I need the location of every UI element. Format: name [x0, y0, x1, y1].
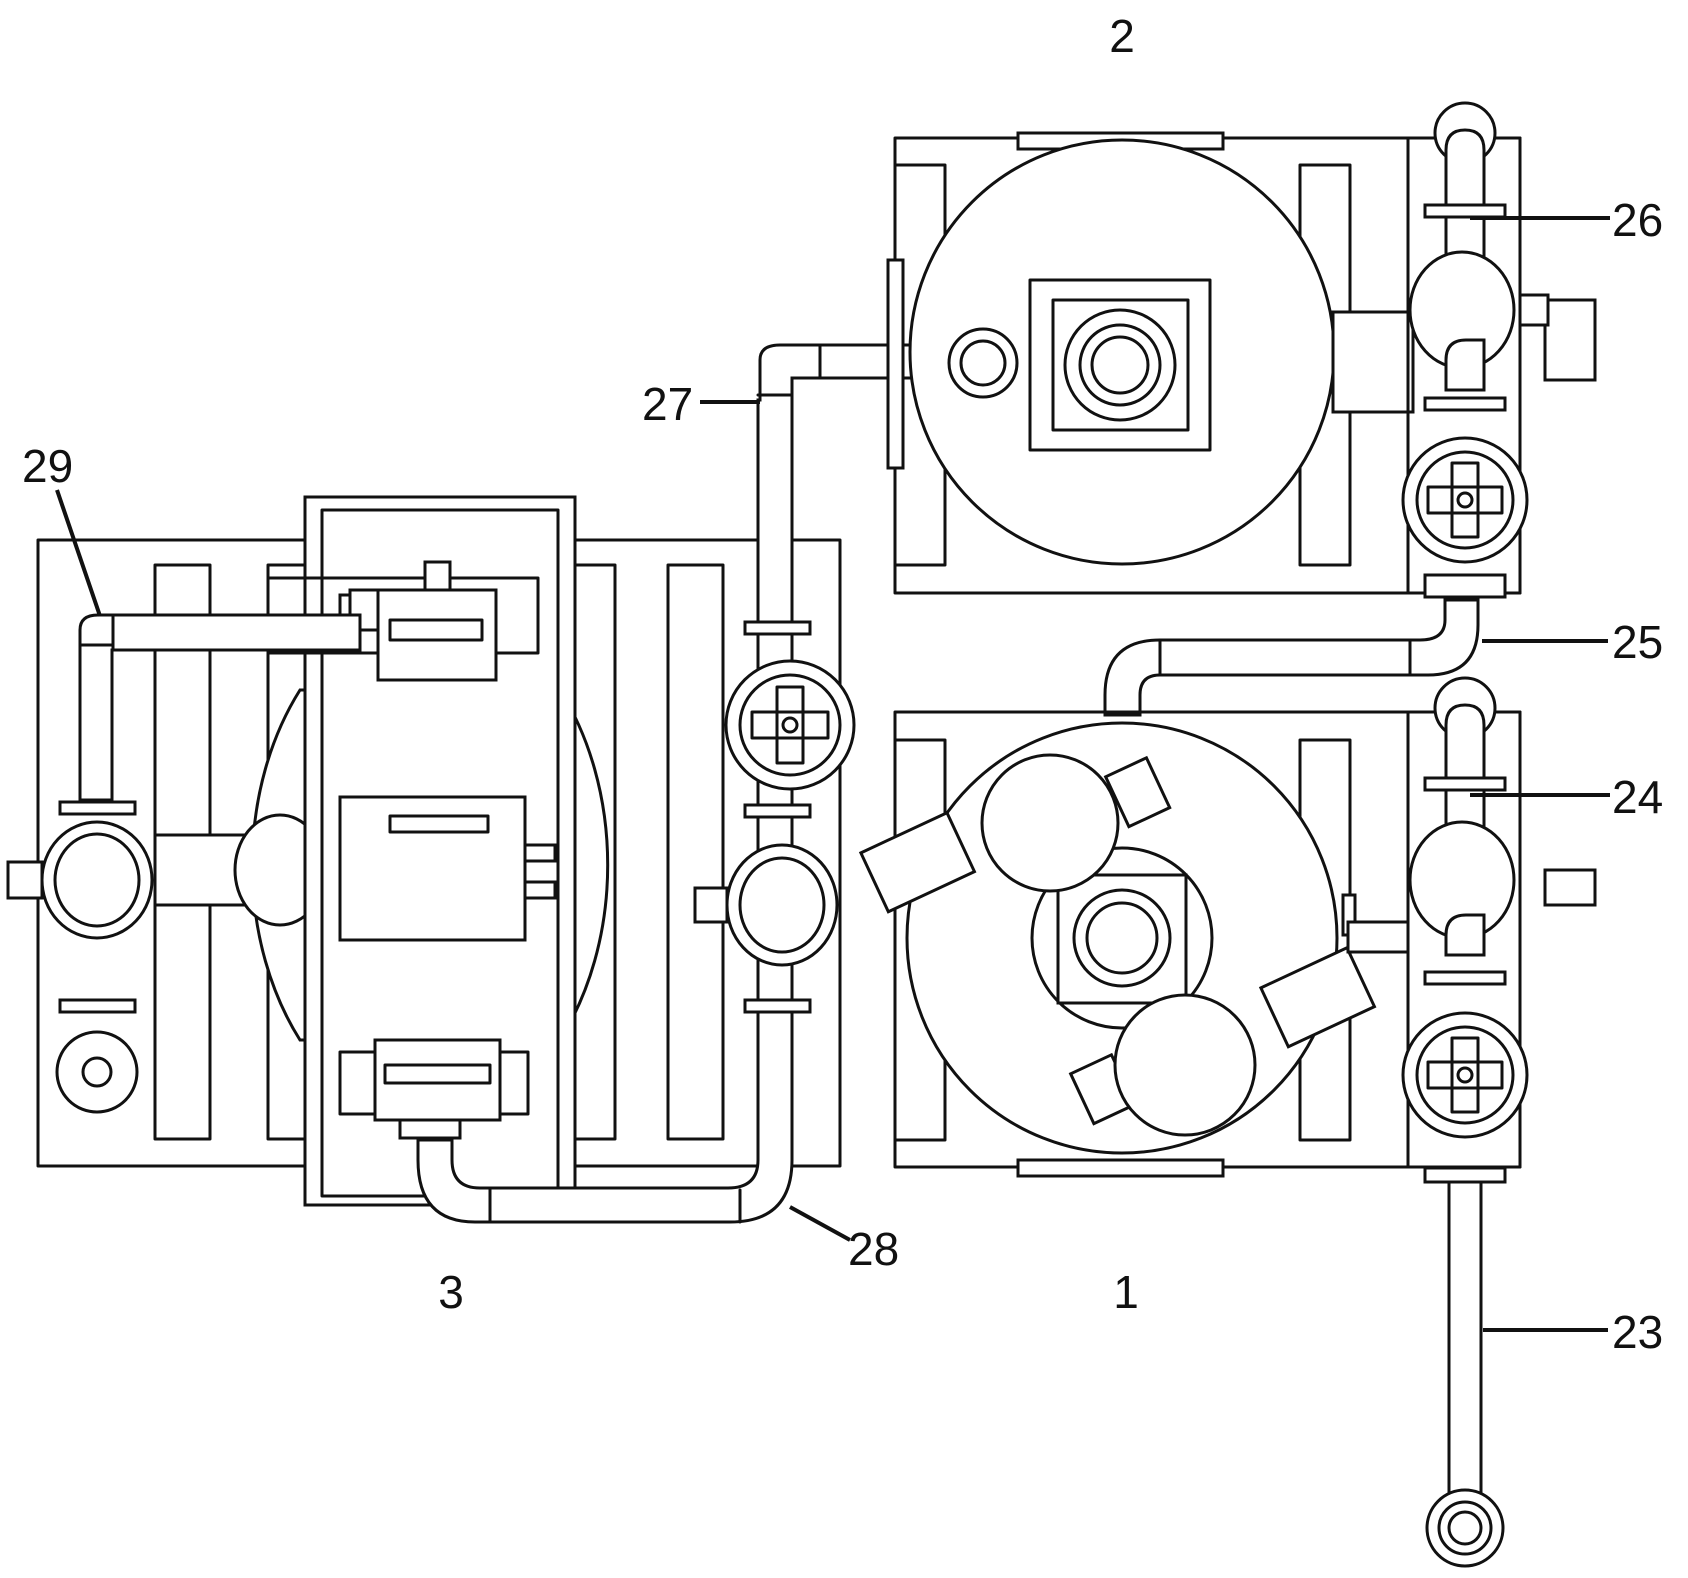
pipe-27-handwheel-hub — [781, 716, 799, 734]
pipe-29-valve-inner — [53, 832, 141, 928]
unit-1-assembly — [858, 710, 1522, 1178]
unit-2-port-ring — [1090, 335, 1150, 395]
pipe-27-valve-body — [725, 843, 839, 967]
pipe-26-handwheel-hub — [1456, 491, 1474, 509]
pipe-26-assembly — [1401, 101, 1529, 599]
pipe-26-elbow — [1444, 338, 1486, 392]
pipe-26-handwheel-rim — [1415, 450, 1515, 550]
unit-1-agitator-motor — [980, 753, 1120, 893]
unit-1-center-box — [1056, 873, 1188, 1005]
unit-3-gearbox-slot — [388, 618, 484, 642]
pipe-27-valve-stub — [693, 886, 729, 924]
pipe-27-28-assembly — [416, 343, 982, 1224]
pipe-25 — [1103, 598, 1480, 717]
unit-3-bottom-gearbox — [373, 1038, 502, 1122]
pipe-24-coupling — [1346, 920, 1410, 954]
unit-1-bottom-flange — [1016, 1158, 1225, 1178]
pipe-27-flange — [743, 803, 812, 819]
pipe-24-flange — [1423, 776, 1507, 792]
unit-label-3: 3 — [438, 1266, 464, 1318]
unit-1-motor-terminal — [1103, 755, 1172, 829]
pipe-26-handwheel — [1401, 436, 1529, 564]
unit-3-top-gearbox — [376, 588, 498, 682]
part-label-29: 29 — [22, 440, 73, 492]
pipe-24-elbow — [1444, 913, 1486, 957]
pipe-27 — [416, 343, 982, 1224]
unit-3-control-port — [523, 880, 557, 900]
pipe-23-outlet-bore — [1447, 1510, 1483, 1546]
part-label-28: 28 — [848, 1223, 899, 1275]
unit-1-center-ring — [1030, 846, 1214, 1030]
unit-3-control-port — [523, 843, 557, 863]
pipe-29-flange — [58, 800, 137, 816]
unit-2-motor-cap — [1518, 293, 1550, 327]
pipe-29-assembly — [6, 613, 362, 1114]
pipe-24-base-flange — [1423, 1166, 1507, 1184]
pipe-27-handwheel — [724, 659, 856, 791]
unit-1-agitator-motor — [1113, 993, 1257, 1137]
pipe-24-assembly — [1346, 676, 1597, 1568]
leader-29 — [55, 489, 102, 617]
unit-3-bottom-slot — [383, 1063, 492, 1085]
unit-2-motor-end — [1543, 298, 1597, 382]
pipe-26-handwheel-spoke — [1450, 461, 1480, 539]
pipe-29-flange — [58, 998, 137, 1014]
unit-2-side-flange — [886, 258, 905, 470]
pipe-24-handwheel-rim — [1415, 1025, 1515, 1125]
pipe-26-base — [1423, 573, 1507, 599]
unit-1-motor-housing — [858, 810, 977, 914]
pipe-26-flange — [1423, 203, 1507, 219]
unit-1-center-port — [1085, 901, 1159, 975]
pipe-24-handwheel-spoke — [1426, 1060, 1504, 1090]
unit-2-port-ring — [1063, 308, 1177, 422]
unit-2-inspection-port-outer — [1028, 278, 1212, 452]
unit-2-assembly — [886, 131, 1597, 595]
unit-3-bottom-flange — [398, 1118, 462, 1140]
pipe-27-flange — [743, 620, 812, 636]
pipe-29-valve-body — [40, 820, 154, 940]
unit-2-inlet-bore — [959, 339, 1007, 387]
pipe-24-handwheel-hub — [1456, 1066, 1474, 1084]
part-label-26: 26 — [1612, 194, 1663, 246]
unit-3-control-box — [338, 795, 527, 942]
unit-2-pump-coupling — [1331, 310, 1415, 414]
pipe-27-handwheel-spoke — [750, 710, 830, 740]
part-label-24: 24 — [1612, 771, 1663, 823]
pipe-29-outlet — [55, 1030, 139, 1114]
pipe-27-handwheel-rim — [738, 673, 842, 777]
unit-label-2: 2 — [1109, 10, 1135, 62]
part-label-23: 23 — [1612, 1306, 1663, 1358]
unit-3-gearbox-cap — [423, 560, 452, 592]
unit-2-inlet-port — [947, 327, 1019, 399]
pipe-29-outlet-bore — [81, 1056, 113, 1088]
unit-label-1: 1 — [1113, 1266, 1139, 1318]
pipe-24-motor-end — [1543, 868, 1597, 907]
unit-3-assembly — [36, 495, 842, 1207]
pipe-27-handwheel-spoke — [775, 685, 805, 765]
unit-3-slat — [666, 563, 725, 1141]
unit-2-inspection-port-inner — [1051, 298, 1190, 432]
pipe-29-valve-stub — [6, 860, 44, 900]
unit-2-port-ring — [1078, 323, 1162, 407]
part-label-27: 27 — [642, 378, 693, 430]
pipe-25-assembly — [1103, 598, 1480, 717]
unit-3-control-display — [388, 814, 490, 834]
pipe-27-flange — [743, 998, 812, 1014]
pipe-24-handwheel — [1401, 1011, 1529, 1139]
leader-28 — [789, 1205, 851, 1242]
pipe-24-handwheel-spoke — [1450, 1036, 1480, 1114]
unit-1-center-port — [1072, 888, 1172, 988]
part-label-25: 25 — [1612, 616, 1663, 668]
pipe-26-flange — [1423, 396, 1507, 412]
pipe-24-flange — [1423, 970, 1507, 986]
pipe-29 — [78, 613, 362, 802]
pipe-23 — [1447, 1180, 1483, 1514]
pipe-26-handwheel-spoke — [1426, 485, 1504, 515]
pipe-27-valve-inner — [738, 856, 826, 954]
pipe-23-outlet-ring — [1437, 1500, 1493, 1556]
unit-1-motor-housing — [1258, 945, 1377, 1049]
